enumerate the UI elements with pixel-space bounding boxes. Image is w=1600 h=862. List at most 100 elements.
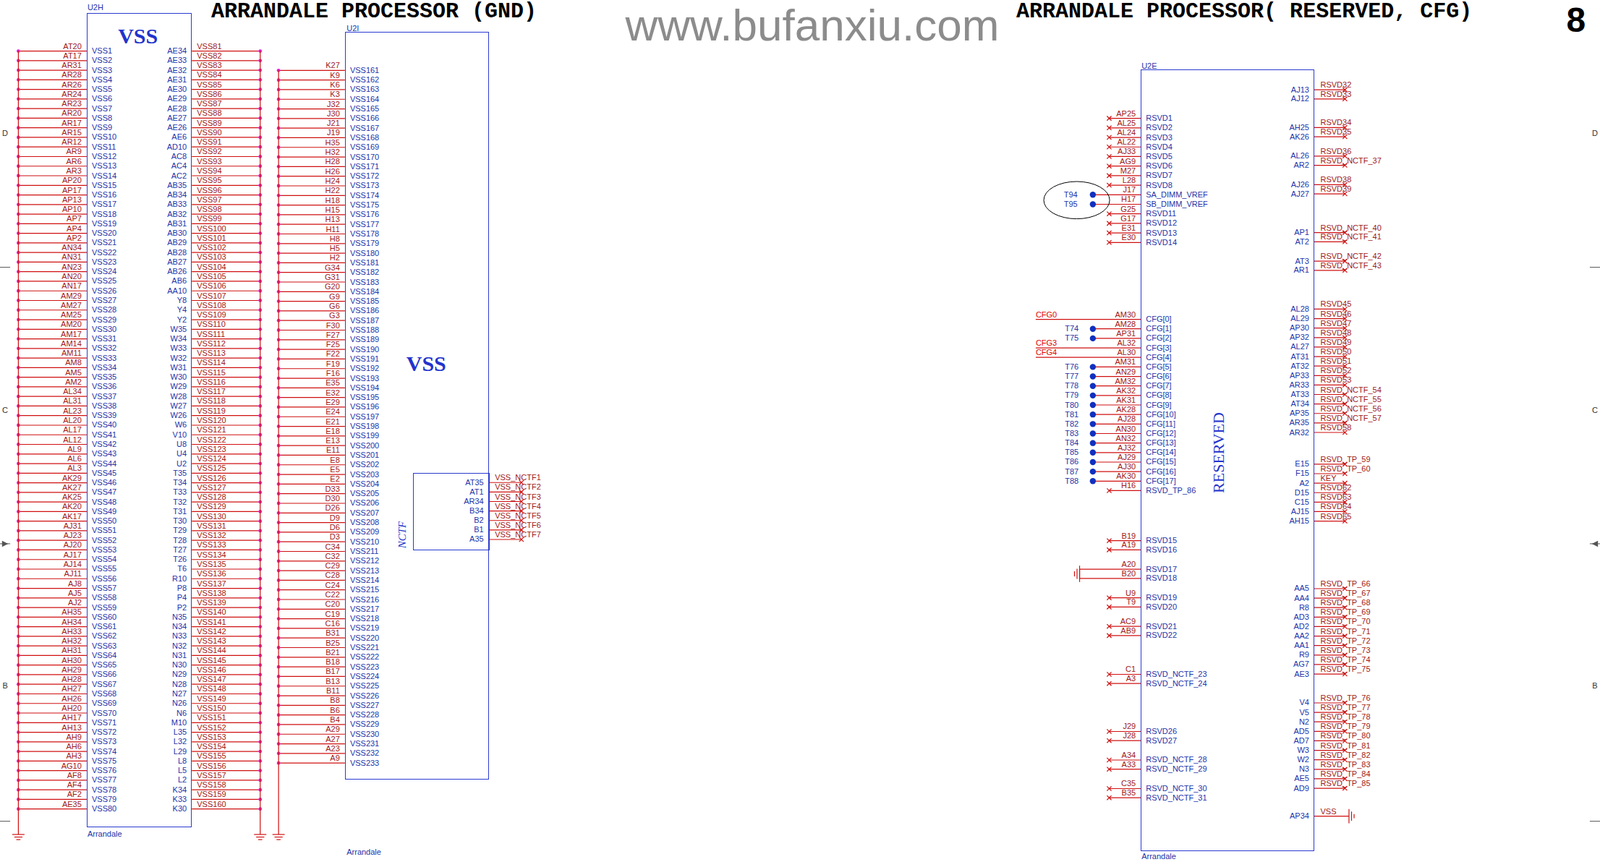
pin-name: VSS180	[350, 249, 380, 258]
pin-number: VSS114	[196, 358, 226, 367]
pin-name: VSS176	[350, 210, 380, 219]
pin-name: VSS18	[91, 210, 117, 219]
pin-number: C24	[325, 581, 340, 590]
pin-number: VSS157	[196, 771, 226, 780]
pin-name: VSS1	[91, 47, 113, 55]
pin-name: D15	[1294, 488, 1310, 497]
pin-number: H2	[329, 253, 340, 262]
pin-name: VSS204	[350, 480, 380, 489]
pin-name: VSS24	[91, 267, 117, 276]
wire	[1314, 673, 1345, 675]
pin-name: AB27	[167, 258, 187, 267]
pin-name: VSS186	[350, 306, 380, 315]
pin-number: VSS106	[196, 282, 226, 291]
pin-number: VSS144	[196, 646, 226, 655]
pin-name: VSS163	[350, 85, 380, 94]
pin-number: RSVD35	[1320, 128, 1352, 136]
no-connect-mark	[1106, 488, 1112, 493]
pin-number: VSS145	[196, 656, 226, 665]
pin-number: RSVD_TP_71	[1320, 627, 1370, 636]
pin-number: VSS90	[196, 128, 222, 137]
pin-name: VSS35	[91, 373, 117, 382]
pin-name: VSS175	[350, 201, 380, 210]
pin-number: AL6	[67, 454, 82, 463]
pin-number: C19	[325, 610, 340, 619]
pin-name: SA_DIMM_VREF	[1145, 190, 1208, 199]
pin-name: VSS12	[91, 152, 117, 161]
test-point-label: T80	[1064, 401, 1079, 410]
pin-name: A35	[469, 535, 484, 544]
pin-name: AH25	[1288, 123, 1310, 132]
pin-number: RSVD_TP_60	[1320, 465, 1370, 474]
pin-name: T32	[172, 498, 187, 507]
pin-number: AG10	[61, 762, 82, 771]
no-connect-mark	[1106, 786, 1112, 791]
pin-name: CFG[1]	[1145, 324, 1172, 333]
no-connect-mark	[1106, 596, 1112, 601]
wire	[1314, 269, 1345, 271]
pin-name: AR33	[1288, 381, 1310, 390]
wire	[1108, 683, 1141, 685]
pin-name: VSS38	[91, 402, 117, 411]
pin-name: VSS212	[350, 556, 380, 565]
pin-number: K3	[329, 90, 340, 99]
pin-number: VSS92	[196, 147, 222, 156]
test-point-dot	[1090, 439, 1096, 446]
pin-name: VSS216	[350, 596, 380, 604]
pin-number: B11	[326, 687, 340, 696]
pin-number: RSVD_NCTF_54	[1320, 386, 1381, 395]
pin-name: AR35	[1288, 418, 1310, 427]
zone-letter: B	[2, 682, 8, 691]
no-connect-mark	[1106, 125, 1112, 131]
pin-number: RSVD32	[1320, 81, 1352, 89]
pin-number: RSVD50	[1320, 347, 1352, 356]
pin-name: VSS191	[350, 355, 380, 364]
pin-name: P2	[177, 603, 187, 612]
pin-number: D3	[329, 533, 340, 542]
pin-number: VSS142	[196, 627, 226, 636]
pin-name: VSS4	[91, 75, 113, 84]
pin-number: AH28	[61, 675, 82, 684]
pin-number: RSVD33	[1320, 90, 1352, 99]
pin-name: VSS46	[91, 478, 117, 487]
pin-name: VSS41	[91, 431, 117, 440]
pin-number: RSVD_TP_69	[1320, 608, 1370, 617]
no-connect-mark	[1106, 624, 1112, 629]
pin-number: C16	[325, 619, 340, 628]
pin-number: AJ20	[63, 541, 82, 550]
pin-number: AP10	[62, 205, 82, 214]
pin-name: VSS201	[350, 451, 380, 460]
test-point-label: T74	[1064, 324, 1079, 333]
pin-name: VSS165	[350, 104, 380, 113]
pin-name: AJ26	[1291, 180, 1310, 189]
pin-name: VSS79	[91, 795, 117, 804]
pin-number: VSS138	[196, 589, 226, 598]
ground-rail	[278, 70, 280, 835]
pin-number: AM28	[1114, 320, 1136, 329]
no-connect-mark	[1106, 538, 1112, 544]
pin-number: RSVD_NCTF_40	[1320, 224, 1381, 233]
pin-number: C35	[1121, 779, 1136, 788]
wire	[1079, 577, 1142, 579]
pin-name: AT34	[1290, 400, 1309, 408]
pin-name: CFG[9]	[1145, 401, 1172, 410]
wire	[1314, 98, 1345, 100]
pin-name: AP32	[1289, 333, 1310, 342]
pin-name: AB34	[167, 190, 187, 199]
pin-name: CFG[5]	[1145, 363, 1172, 372]
pin-number: F19	[326, 360, 340, 369]
pin-name: VSS11	[91, 143, 116, 152]
pin-name: VSS17	[91, 200, 117, 209]
no-connect-mark	[1106, 729, 1112, 734]
pin-number: AR3	[65, 167, 82, 176]
pin-number: A27	[325, 735, 340, 744]
pin-number: AH33	[61, 627, 82, 636]
pin-name: W2	[1296, 755, 1310, 764]
pin-number: RSVD62	[1320, 483, 1352, 492]
pin-name: VSS182	[350, 268, 380, 277]
pin-name: AB29	[167, 238, 187, 247]
pin-number: AL9	[67, 445, 82, 454]
pin-name: VSS226	[350, 692, 380, 701]
pin-name: AD10	[167, 143, 188, 152]
